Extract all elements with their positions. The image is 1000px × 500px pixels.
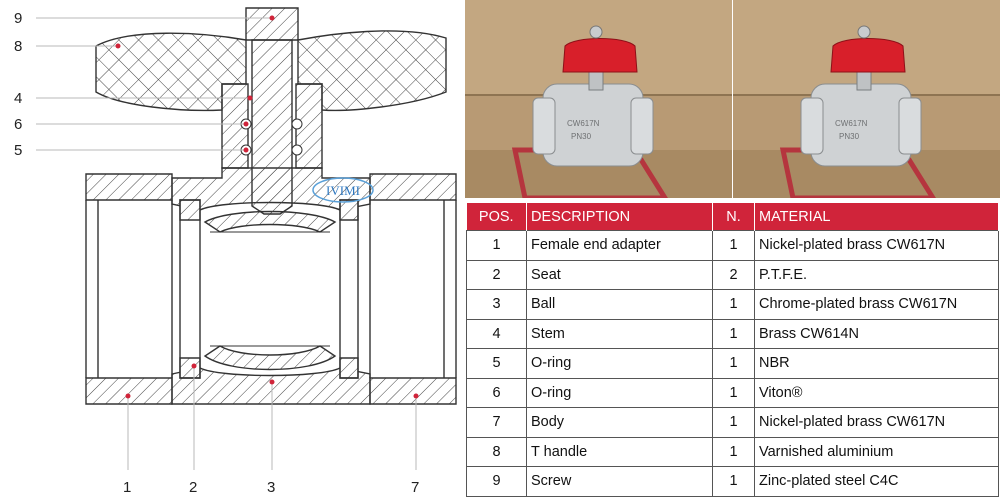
callout-3: 3 xyxy=(267,479,275,496)
screw xyxy=(245,7,299,41)
parts-table: POS. DESCRIPTION N. MATERIAL 1 Female en… xyxy=(466,203,999,497)
cell-description: Stem xyxy=(526,318,713,349)
table-row: 1 Female end adapter 1 Nickel-plated bra… xyxy=(466,230,999,261)
table-row: 8 T handle 1 Varnished aluminium xyxy=(466,436,999,467)
valve-cross-section-diagram: IVIMI 9 8 4 6 5 1 2 3 7 xyxy=(14,7,457,496)
cell-pos: 4 xyxy=(466,318,527,349)
cell-description: T handle xyxy=(526,436,713,467)
cell-n: 1 xyxy=(712,377,755,408)
table-row: 3 Ball 1 Chrome-plated brass CW617N xyxy=(466,289,999,320)
cell-description: Ball xyxy=(526,289,713,320)
cell-description: Seat xyxy=(526,259,713,290)
cell-pos: 8 xyxy=(466,436,527,467)
cell-pos: 1 xyxy=(466,230,527,261)
cell-pos: 5 xyxy=(466,348,527,379)
callout-8: 8 xyxy=(14,38,22,55)
seat-right xyxy=(339,199,359,379)
cell-pos: 3 xyxy=(466,289,527,320)
photo-right-body-mark-2: PN30 xyxy=(839,132,860,141)
seat-left-hatch-bottom xyxy=(179,357,201,379)
cell-material: Nickel-plated brass CW617N xyxy=(754,407,999,438)
cell-material: Viton® xyxy=(754,377,999,408)
cell-pos: 7 xyxy=(466,407,527,438)
cell-pos: 6 xyxy=(466,377,527,408)
cell-pos: 9 xyxy=(466,466,527,497)
callout-1: 1 xyxy=(123,479,131,496)
header-pos: POS. xyxy=(466,203,527,231)
ivimi-logo-text: IVIMI xyxy=(326,183,360,198)
end-adapter-inner xyxy=(85,200,173,378)
callout-5: 5 xyxy=(14,142,22,159)
cell-material: Varnished aluminium xyxy=(754,436,999,467)
header-n: N. xyxy=(712,203,755,231)
seat-right-hatch-bottom xyxy=(339,357,359,379)
table-row: 9 Screw 1 Zinc-plated steel C4C xyxy=(466,466,999,497)
table-header-row: POS. DESCRIPTION N. MATERIAL xyxy=(466,203,999,231)
callout-leaders xyxy=(36,17,417,470)
cell-n: 1 xyxy=(712,466,755,497)
cell-material: Chrome-plated brass CW617N xyxy=(754,289,999,320)
cell-n: 2 xyxy=(712,259,755,290)
cell-n: 1 xyxy=(712,436,755,467)
cell-material: Zinc-plated steel C4C xyxy=(754,466,999,497)
photo-right-body-mark-1: CW617N xyxy=(835,119,868,128)
table-row: 2 Seat 2 P.T.F.E. xyxy=(466,259,999,290)
cell-n: 1 xyxy=(712,318,755,349)
stem xyxy=(251,39,293,215)
cell-description: Female end adapter xyxy=(526,230,713,261)
table-row: 4 Stem 1 Brass CW614N xyxy=(466,318,999,349)
cell-material: NBR xyxy=(754,348,999,379)
table-row: 5 O-ring 1 NBR xyxy=(466,348,999,379)
seat-left xyxy=(179,199,201,379)
callout-dots xyxy=(115,15,419,399)
cell-material: Nickel-plated brass CW617N xyxy=(754,230,999,261)
cell-n: 1 xyxy=(712,289,755,320)
callout-4: 4 xyxy=(14,90,22,107)
t-handle xyxy=(95,30,447,112)
cell-description: Body xyxy=(526,407,713,438)
body-right-bottom-wall xyxy=(369,377,457,405)
table-row: 7 Body 1 Nickel-plated brass CW617N xyxy=(466,407,999,438)
header-description: DESCRIPTION xyxy=(526,203,713,231)
callout-6: 6 xyxy=(14,116,22,133)
o-ring-5-right xyxy=(291,144,303,156)
seat-right-hatch-top xyxy=(339,199,359,221)
table-row: 6 O-ring 1 Viton® xyxy=(466,377,999,408)
callout-9: 9 xyxy=(14,10,22,27)
cell-n: 1 xyxy=(712,348,755,379)
cell-pos: 2 xyxy=(466,259,527,290)
cell-material: P.T.F.E. xyxy=(754,259,999,290)
seat-left-hatch-top xyxy=(179,199,201,221)
body-right-top-wall xyxy=(369,173,457,201)
callout-7: 7 xyxy=(411,479,419,496)
ball xyxy=(203,210,337,233)
cell-n: 1 xyxy=(712,230,755,261)
cell-n: 1 xyxy=(712,407,755,438)
valve-body-bottom xyxy=(171,367,371,405)
cell-description: O-ring xyxy=(526,348,713,379)
ivimi-logo-ring xyxy=(312,177,374,203)
photo-left-body-mark-1: CW617N xyxy=(567,119,600,128)
ball-lower xyxy=(203,345,337,371)
cell-description: O-ring xyxy=(526,377,713,408)
callout-2: 2 xyxy=(189,479,197,496)
end-adapter-bottom-wall xyxy=(85,377,173,405)
photo-left-body-mark-2: PN30 xyxy=(571,132,592,141)
header-material: MATERIAL xyxy=(754,203,999,231)
o-ring-6-right xyxy=(291,118,303,130)
end-adapter-top-wall xyxy=(85,173,173,201)
product-photo-right: CW617N PN30 xyxy=(733,0,1000,198)
product-photo-left: CW617N PN30 xyxy=(465,0,732,198)
cell-material: Brass CW614N xyxy=(754,318,999,349)
cell-description: Screw xyxy=(526,466,713,497)
body-right-inner xyxy=(369,200,457,378)
